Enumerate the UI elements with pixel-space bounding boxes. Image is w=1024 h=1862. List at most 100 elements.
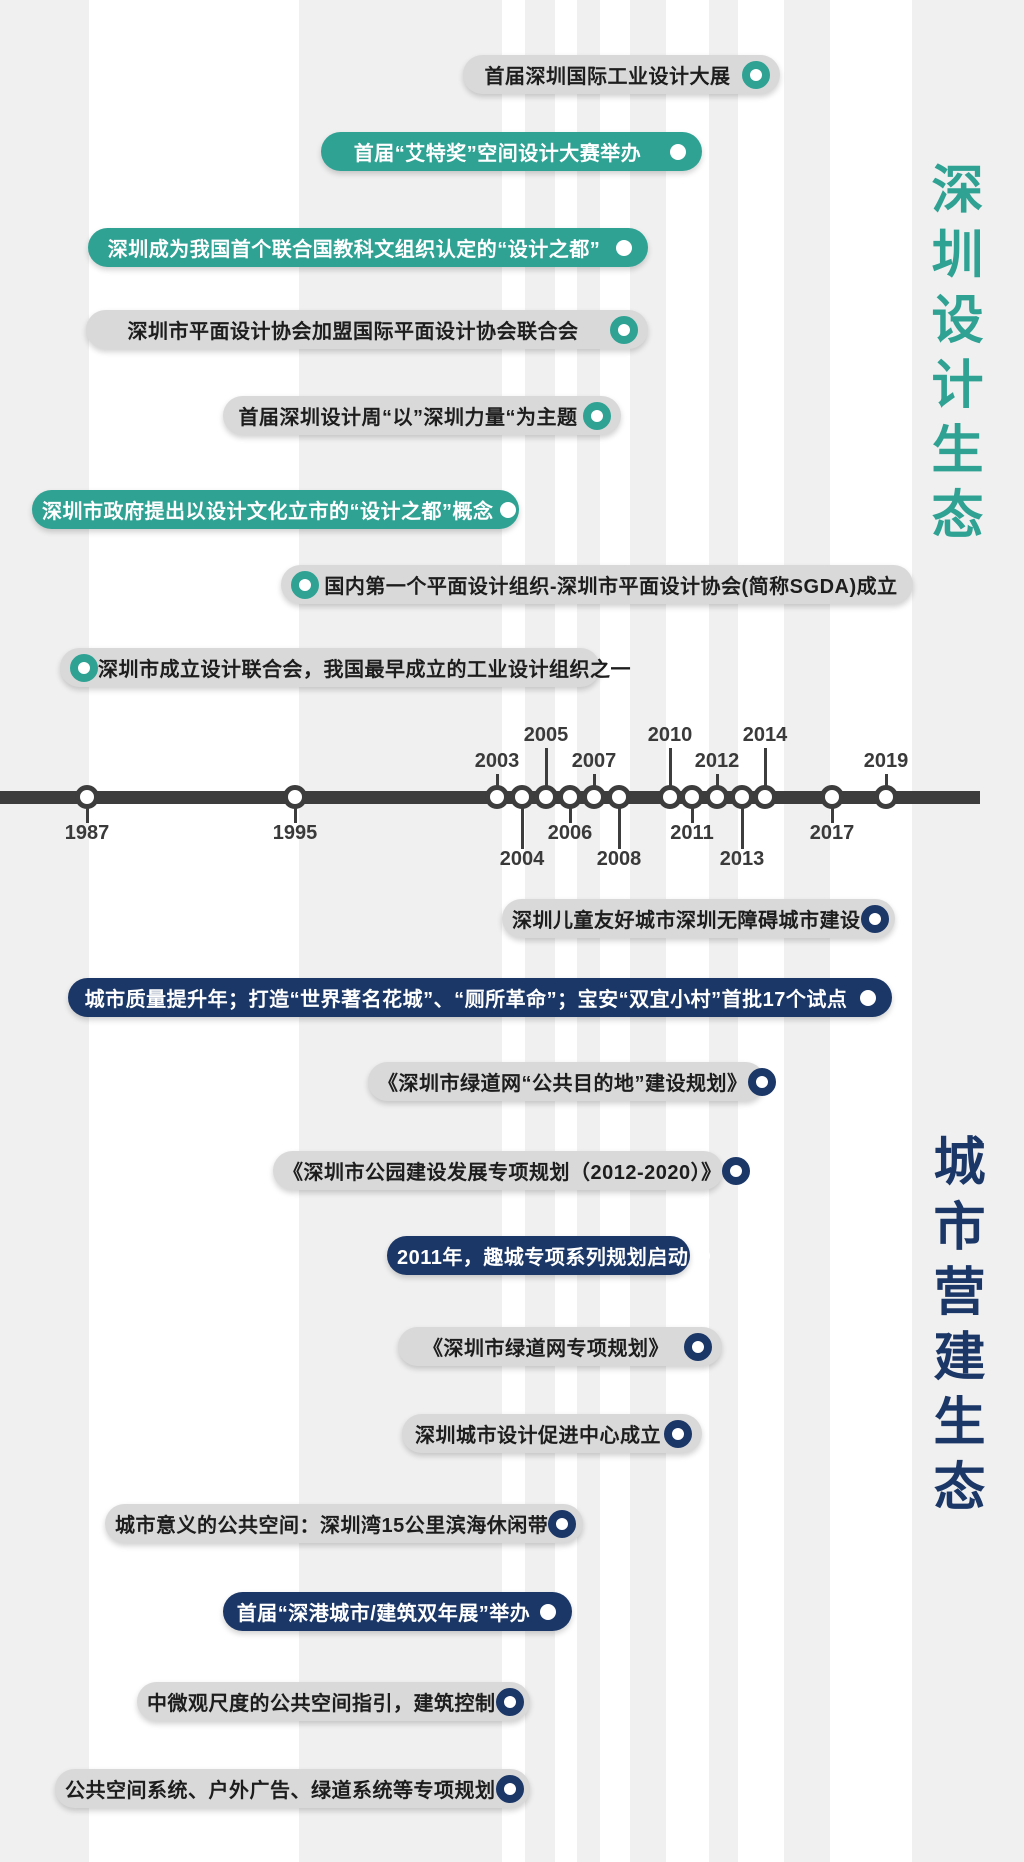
background-stripe: [912, 0, 1024, 1862]
event-pill-label: 中微观尺度的公共空间指引，建筑控制: [147, 1693, 496, 1715]
background-stripe: [299, 0, 502, 1862]
event-pill: 2011年，趣城专项系列规划启动: [387, 1236, 711, 1275]
timeline-year-label: 2003: [474, 750, 520, 772]
event-pill-label: 城市质量提升年；打造“世界著名花城”、“厕所革命”；宝安“双宜小村”首批17个试…: [84, 989, 848, 1011]
event-marker-icon: [860, 904, 889, 933]
event-marker-icon: [742, 60, 770, 89]
event-pill: 首届深圳国际工业设计大展: [463, 55, 780, 94]
event-marker-icon: [664, 1419, 692, 1448]
event-marker-icon: [495, 1687, 524, 1716]
timeline-tick: [86, 797, 89, 823]
timeline-node: [75, 785, 99, 809]
timeline-node: [510, 785, 534, 809]
timeline-year-label: 2010: [647, 724, 693, 746]
timeline-year-label: 2007: [571, 750, 617, 772]
event-marker-icon: [495, 1774, 524, 1803]
event-marker-icon: [499, 501, 516, 518]
timeline-year-label: 2005: [523, 724, 569, 746]
event-pill-label: 深圳市政府提出以设计文化立市的“设计之都”概念: [42, 501, 494, 523]
event-pill-label: 首届“深港城市/建筑双年展”举办: [236, 1603, 531, 1625]
event-pill-label: 首届深圳国际工业设计大展: [484, 66, 731, 88]
event-pill: 《深圳市公园建设发展专项规划（2012-2020）》: [273, 1151, 750, 1190]
timeline-node: [705, 785, 729, 809]
event-pill: 首届“深港城市/建筑双年展”举办: [223, 1592, 572, 1631]
event-marker-icon: [291, 570, 319, 599]
event-pill: 深圳市成立设计联合会，我国最早成立的工业设计组织之一: [60, 648, 631, 687]
event-marker-icon: [684, 1332, 712, 1361]
event-pill: 首届“艾特奖”空间设计大赛举办: [321, 132, 702, 171]
event-marker-icon: [721, 1156, 750, 1185]
timeline-year-label: 2013: [719, 848, 765, 870]
event-pill-label: 首届深圳设计周“以”深圳力量“为主题: [238, 407, 578, 429]
timeline-year-label: 2004: [499, 848, 545, 870]
event-pill: 首届深圳设计周“以”深圳力量“为主题: [223, 396, 621, 435]
event-marker-icon: [670, 143, 686, 160]
timeline-node: [607, 785, 631, 809]
timeline-year-label: 2006: [547, 822, 593, 844]
event-pill: 深圳城市设计促进中心成立: [402, 1414, 702, 1453]
timeline-node: [820, 785, 844, 809]
timeline-tick: [545, 748, 548, 797]
event-pill: 城市意义的公共空间：深圳湾15公里滨海休闲带: [105, 1504, 583, 1543]
background-stripe: [0, 0, 89, 1862]
event-pill-label: 深圳市成立设计联合会，我国最早成立的工业设计组织之一: [98, 659, 631, 681]
event-pill: 《深圳市绿道网专项规划》: [398, 1327, 722, 1366]
timeline-tick: [618, 797, 621, 849]
event-marker-icon: [860, 989, 876, 1006]
timeline-year-label: 1987: [64, 822, 110, 844]
event-marker-icon: [610, 315, 638, 344]
timeline-node: [534, 785, 558, 809]
timeline-tick: [669, 748, 672, 797]
event-pill-label: 首届“艾特奖”空间设计大赛举办: [353, 143, 642, 165]
event-marker-icon: [616, 239, 632, 256]
event-pill: 城市质量提升年；打造“世界著名花城”、“厕所革命”；宝安“双宜小村”首批17个试…: [68, 978, 892, 1017]
event-marker-icon: [747, 1067, 776, 1096]
timeline-year-label: 1995: [272, 822, 318, 844]
event-pill-label: 深圳市平面设计协会加盟国际平面设计协会联合会: [127, 321, 579, 343]
event-pill-label: 2011年，趣城专项系列规划启动: [397, 1247, 689, 1269]
timeline-node: [874, 785, 898, 809]
timeline-tick: [831, 797, 834, 823]
timeline-node: [730, 785, 754, 809]
timeline-node: [753, 785, 777, 809]
timeline-node: [485, 785, 509, 809]
timeline-node: [680, 785, 704, 809]
timeline-tick: [294, 797, 297, 823]
event-pill: 深圳市平面设计协会加盟国际平面设计协会联合会: [86, 310, 648, 349]
section-title-design: 深圳设计生态: [923, 162, 981, 552]
event-pill-label: 城市意义的公共空间：深圳湾15公里滨海休闲带: [115, 1515, 549, 1537]
timeline-tick: [569, 797, 572, 823]
timeline-tick: [764, 748, 767, 797]
event-marker-icon: [540, 1603, 556, 1620]
event-pill: 《深圳市绿道网“公共目的地”建设规划》: [368, 1062, 776, 1101]
timeline-node: [283, 785, 307, 809]
event-pill-label: 《深圳市绿道网“公共目的地”建设规划》: [378, 1073, 748, 1095]
event-pill-label: 深圳儿童友好城市深圳无障碍城市建设: [512, 910, 861, 932]
event-marker-icon: [583, 401, 611, 430]
timeline-node: [658, 785, 682, 809]
event-pill: 公共空间系统、户外广告、绿道系统等专项规划: [55, 1769, 530, 1808]
event-pill-label: 《深圳市公园建设发展专项规划（2012-2020）》: [283, 1162, 722, 1184]
timeline-year-label: 2014: [742, 724, 788, 746]
timeline-tick: [521, 797, 524, 849]
timeline-year-label: 2012: [694, 750, 740, 772]
timeline-year-label: 2019: [863, 750, 909, 772]
timeline-tick: [691, 797, 694, 823]
event-pill-label: 深圳城市设计促进中心成立: [415, 1425, 661, 1447]
event-pill: 国内第一个平面设计组织-深圳市平面设计协会(简称SGDA)成立: [281, 565, 913, 604]
event-marker-icon: [70, 653, 98, 682]
timeline-year-label: 2008: [596, 848, 642, 870]
event-marker-icon: [548, 1509, 577, 1538]
event-pill-label: 国内第一个平面设计组织-深圳市平面设计协会(简称SGDA)成立: [324, 576, 898, 598]
event-pill-label: 《深圳市绿道网专项规划》: [423, 1338, 669, 1360]
event-pill: 深圳市政府提出以设计文化立市的“设计之都”概念: [32, 490, 519, 529]
event-pill: 深圳成为我国首个联合国教科文组织认定的“设计之都”: [88, 228, 648, 267]
event-marker-icon: [694, 1247, 711, 1264]
event-pill: 深圳儿童友好城市深圳无障碍城市建设: [502, 899, 895, 938]
timeline-node: [558, 785, 582, 809]
timeline-node: [582, 785, 606, 809]
timeline-tick: [741, 797, 744, 849]
section-title-city: 城市营建生态: [925, 1134, 983, 1524]
event-pill-label: 深圳成为我国首个联合国教科文组织认定的“设计之都”: [107, 239, 601, 261]
